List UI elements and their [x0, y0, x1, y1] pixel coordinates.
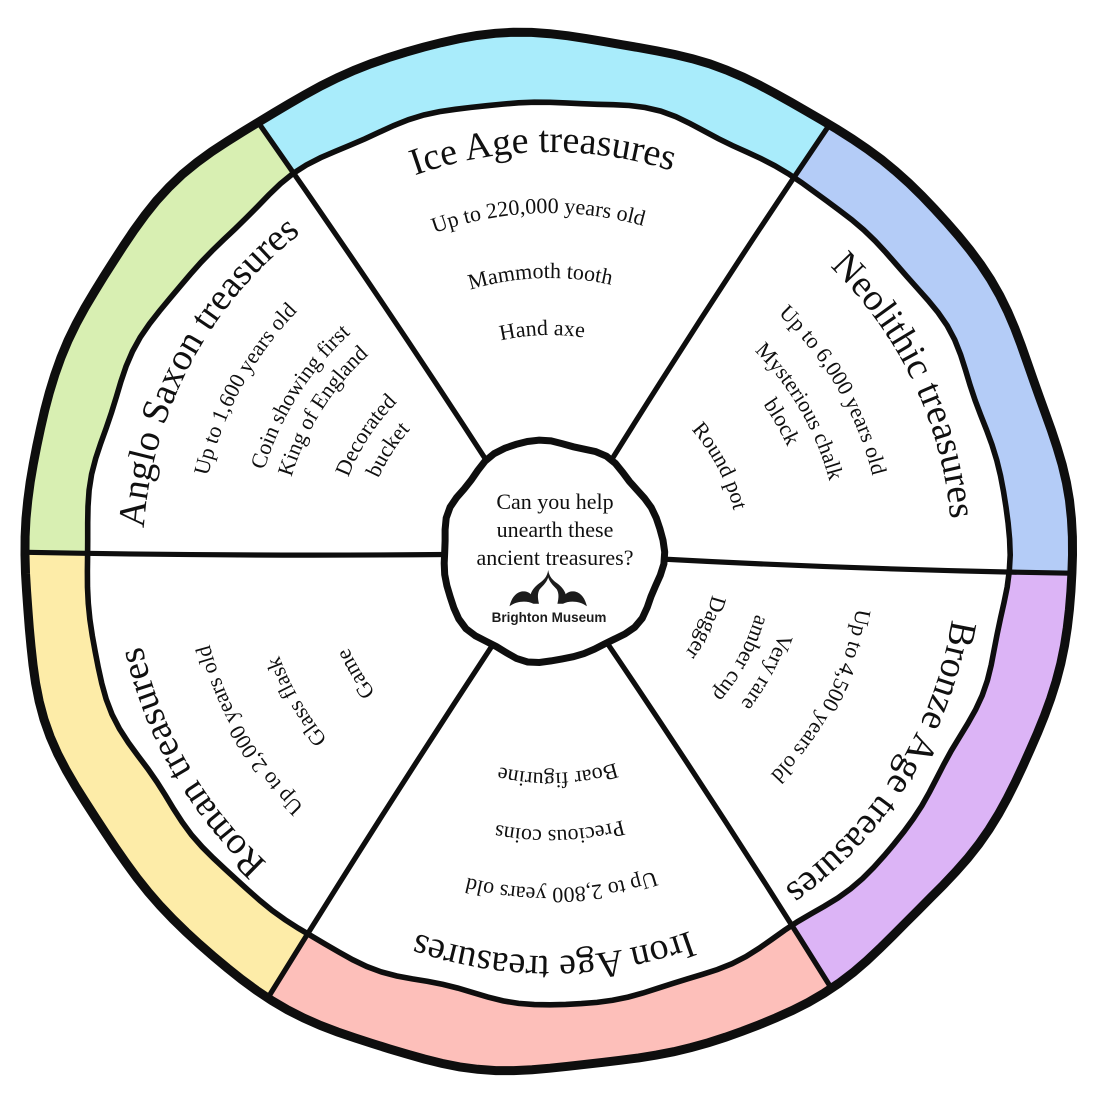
svg-text:Can you help: Can you help — [496, 489, 613, 514]
svg-text:ancient treasures?: ancient treasures? — [477, 545, 634, 570]
svg-text:unearth these: unearth these — [497, 517, 614, 542]
svg-text:Brighton Museum: Brighton Museum — [492, 610, 607, 625]
